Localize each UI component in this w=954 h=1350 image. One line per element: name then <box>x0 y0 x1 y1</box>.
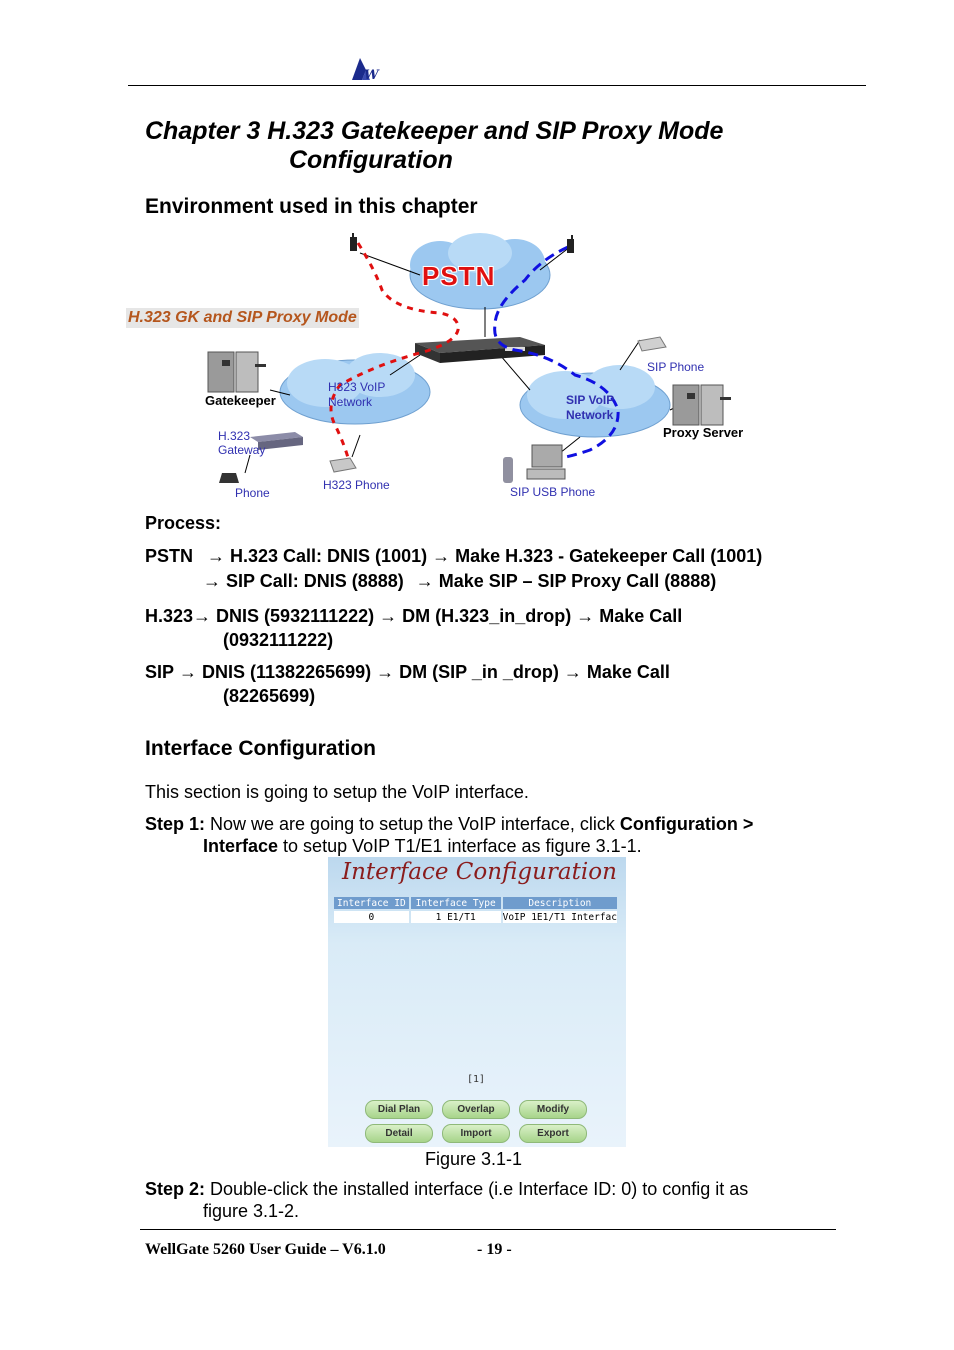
sip-call-path <box>493 245 620 462</box>
footer-guide: WellGate 5260 User Guide – V6.1.0 <box>145 1241 386 1258</box>
arrow-icon: → <box>376 662 395 682</box>
import-button[interactable]: Import <box>442 1124 510 1143</box>
usb-phone-pc-icon <box>503 444 566 483</box>
arrow-icon: → <box>379 606 398 626</box>
column-interface-type: Interface Type <box>410 897 501 909</box>
h323-gateway-icon <box>250 432 303 450</box>
footer-page-number: - 19 - <box>477 1241 512 1258</box>
arrow-icon: → <box>576 606 595 626</box>
process-h323-line2: (0932111222) <box>223 630 334 650</box>
screenshot-title: Interface Configuration <box>342 859 617 885</box>
pager-link[interactable]: [1] <box>467 1074 486 1085</box>
pstn-label: PSTN <box>422 261 496 291</box>
step1-line1: Step 1: Now we are going to setup the Vo… <box>145 814 754 834</box>
env-heading: Environment used in this chapter <box>145 195 478 218</box>
dial-plan-button[interactable]: Dial Plan <box>365 1100 433 1119</box>
arrow-icon: → <box>415 571 434 591</box>
h323-network-label2: Network <box>328 395 373 409</box>
pstn-cloud <box>409 233 551 310</box>
interface-intro: This section is going to setup the VoIP … <box>145 782 529 802</box>
interface-heading: Interface Configuration <box>145 737 377 760</box>
detail-button[interactable]: Detail <box>365 1124 433 1143</box>
modify-button[interactable]: Modify <box>519 1100 587 1119</box>
process-pstn-line2: →SIP Call: DNIS (8888)→Make SIP – SIP Pr… <box>203 571 717 591</box>
column-interface-id: Interface ID <box>334 897 409 909</box>
desk-phone-icon <box>219 336 667 483</box>
process-pstn-line1: PSTN→H.323 Call: DNIS (1001)→Make H.323 … <box>145 546 763 566</box>
table-row[interactable]: 0 1 E1/T1 VoIP 1E1/T1 Interfac <box>334 911 617 923</box>
sip-network-label1: SIP VoIP <box>566 393 615 407</box>
arrow-icon: → <box>203 571 221 591</box>
step2-line2: figure 3.1-2. <box>203 1201 300 1221</box>
gatekeeper-label: Gatekeeper <box>205 393 276 408</box>
process-sip-line2: (82265699) <box>223 686 316 706</box>
proxy-server-icon <box>672 384 731 426</box>
interface-config-screenshot: Interface Configuration Interface ID Int… <box>328 857 626 1147</box>
step1-line2: Interface to setup VoIP T1/E1 interface … <box>203 836 642 856</box>
phone-label: Phone <box>235 486 270 500</box>
interface-table: Interface ID Interface Type Description … <box>332 895 619 925</box>
arrow-icon: → <box>179 662 198 682</box>
proxy-server-label: Proxy Server <box>663 425 744 440</box>
arrow-icon: → <box>207 546 226 566</box>
arrow-icon: → <box>563 662 582 682</box>
h323-phone-label: H323 Phone <box>323 478 390 492</box>
header-rule <box>128 85 866 86</box>
chapter-title-line2: Configuration <box>289 146 453 174</box>
sip-phone-label: SIP Phone <box>647 360 705 374</box>
gatekeeper-server-icon <box>207 351 266 393</box>
arrow-icon: → <box>432 546 451 566</box>
header-logo: W <box>350 56 380 83</box>
h323-gateway-label1: H.323 <box>218 429 251 443</box>
wellgate-logo-icon: W <box>352 58 380 83</box>
wellgate-device <box>415 337 545 363</box>
sip-network-label2: Network <box>566 408 614 422</box>
diagram-banner: H.323 GK and SIP Proxy Mode <box>126 308 359 328</box>
figure-caption: Figure 3.1-1 <box>425 1149 523 1169</box>
process-sip-line1: SIP→DNIS (11382265699)→DM (SIP _in _drop… <box>145 662 670 682</box>
sip-network-cloud <box>519 365 671 438</box>
footer-rule <box>140 1229 836 1230</box>
export-button[interactable]: Export <box>519 1124 587 1143</box>
column-description: Description <box>502 897 617 909</box>
mobile-phone-icon <box>350 233 574 253</box>
network-diagram: H.323 GK and SIP Proxy Mode PSTN Gatekee… <box>120 225 770 510</box>
process-label: Process: <box>145 513 222 533</box>
arrow-icon: → <box>193 606 212 626</box>
h323-gateway-label2: Gateway <box>218 443 266 457</box>
h323-network-cloud <box>279 353 431 425</box>
sip-usb-phone-label: SIP USB Phone <box>510 485 596 499</box>
overlap-button[interactable]: Overlap <box>442 1100 510 1119</box>
chapter-title-line1: Chapter 3 H.323 Gatekeeper and SIP Proxy… <box>145 117 724 145</box>
svg-text:W: W <box>364 68 380 82</box>
h323-network-label1: H323 VoIP <box>328 380 386 394</box>
step2-line1: Step 2: Double-click the installed inter… <box>145 1179 749 1199</box>
process-h323-line1: H.323→DNIS (5932111222)→DM (H.323_in_dro… <box>145 606 683 626</box>
diagram-svg <box>207 233 731 483</box>
h323-call-path <box>329 242 460 466</box>
